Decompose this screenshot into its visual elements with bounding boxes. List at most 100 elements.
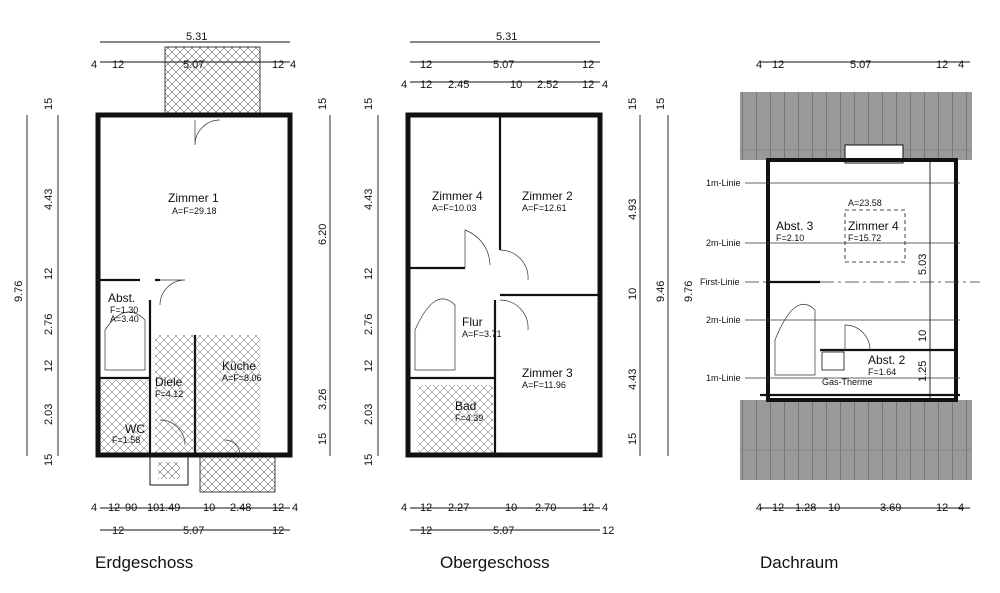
dr-line-first: First-Linie	[700, 277, 740, 287]
og-dim-bot-12b: 12	[582, 502, 594, 514]
dr-bottom-dims: 4 12 1.28 10 3.69 12 4	[756, 502, 964, 514]
floor-erdgeschoss	[26, 41, 331, 531]
eg-dim-bot-12b: 12	[272, 502, 284, 514]
og-dim-top-252: 2.52	[537, 79, 558, 91]
og-dim-left-276: 2.76	[363, 314, 375, 335]
og-dim-bot-227: 2.27	[448, 502, 469, 514]
og-dim-right-15c: 15	[655, 98, 667, 110]
og-dim-right-976: 9.76	[683, 281, 695, 302]
eg-dim-bot-12c: 12	[112, 525, 124, 537]
eg-dim-bot-10b: 10	[203, 502, 215, 514]
dr-room-zimmer4: Zimmer 4	[848, 219, 899, 233]
dr-dim-bot-369: 3.69	[880, 502, 901, 514]
dr-dim-bot-128: 1.28	[795, 502, 816, 514]
floor-dachraum	[740, 61, 980, 509]
og-dim-top-total: 5.31	[496, 31, 517, 43]
eg-dim-left-12b: 12	[43, 360, 55, 372]
og-room-zimmer2-area: A=F=12.61	[522, 203, 567, 213]
eg-dim-right-326: 3.26	[317, 389, 329, 410]
eg-dim-right-15b: 15	[317, 433, 329, 445]
dr-dim-top-12b: 12	[936, 59, 948, 71]
eg-room-kueche: Küche	[222, 359, 256, 373]
eg-dim-top-total: 5.31	[186, 31, 207, 43]
og-dim-left-15a: 15	[363, 98, 375, 110]
eg-room-wc-area: F=1.58	[112, 435, 140, 445]
eg-left-dims: 15 4.43 12 2.76 12 2.03 15 9.76	[13, 98, 55, 466]
og-room-zimmer2: Zimmer 2	[522, 189, 573, 203]
eg-dim-right-15a: 15	[317, 98, 329, 110]
og-dim-bot-12a: 12	[420, 502, 432, 514]
eg-dim-bot-248: 2.48	[230, 502, 251, 514]
dr-dim-right-10: 10	[917, 330, 929, 342]
eg-dim-left-12a: 12	[43, 268, 55, 280]
eg-room-diele: Diele	[155, 375, 183, 389]
eg-room-abst-area2: A=3.40	[110, 314, 139, 324]
eg-dim-left-276: 2.76	[43, 314, 55, 335]
og-dim-right-493: 4.93	[627, 199, 639, 220]
dr-dim-top-4a: 4	[756, 59, 762, 71]
eg-dim-left-15a: 15	[43, 98, 55, 110]
og-right-dims: 15 4.93 10 4.43 15 9.46 9.76 15	[627, 98, 695, 445]
dr-dim-bot-4a: 4	[756, 502, 762, 514]
dr-line-2m-top: 2m-Linie	[706, 238, 741, 248]
dr-room-abst2: Abst. 2	[868, 353, 906, 367]
dr-left-labels: 1m-Linie 2m-Linie First-Linie 2m-Linie 1…	[700, 178, 741, 383]
eg-dim-left-15b: 15	[43, 454, 55, 466]
eg-dim-right-620: 6.20	[317, 224, 329, 245]
dr-dim-right-503: 5.03	[917, 254, 929, 275]
og-dim-bot-4b: 4	[602, 502, 608, 514]
og-dim-right-10: 10	[627, 288, 639, 300]
eg-floor-title: Erdgeschoss	[95, 553, 193, 572]
eg-dim-bot-90: 90	[125, 502, 137, 514]
dr-dim-top-12a: 12	[772, 59, 784, 71]
og-dim-top-4a: 4	[401, 79, 407, 91]
og-room-bad: Bad	[455, 399, 476, 413]
og-dim-top-12a: 12	[420, 59, 432, 71]
og-room-bad-area: F=4.39	[455, 413, 483, 423]
dr-dim-bot-12a: 12	[772, 502, 784, 514]
og-rooms: Zimmer 4 A=F=10.03 Zimmer 2 A=F=12.61 Fl…	[432, 189, 573, 423]
og-dim-bot-507: 5.07	[493, 525, 514, 537]
og-dim-top-12c: 12	[420, 79, 432, 91]
eg-room-zimmer1-area: A=F=29.18	[172, 206, 217, 216]
og-dim-left-203: 2.03	[363, 404, 375, 425]
dr-dim-top-507: 5.07	[850, 59, 871, 71]
eg-room-diele-area: F=4.12	[155, 389, 183, 399]
og-left-dims: 15 4.43 12 2.76 12 2.03 15	[363, 98, 375, 466]
dr-room-zimmer4-area: F=15.72	[848, 233, 881, 243]
og-dim-top-12b: 12	[582, 59, 594, 71]
dr-gas-therme-label: Gas-Therme	[822, 377, 873, 387]
og-dim-bot-12c: 12	[420, 525, 432, 537]
dr-dim-right-125: 1.25	[917, 361, 929, 382]
eg-room-kueche-area: A=F=8.06	[222, 373, 262, 383]
dr-top-dims: 4 12 5.07 12 4	[756, 59, 964, 71]
eg-dim-bot-4b: 4	[292, 502, 298, 514]
eg-room-abst-area: F=1.30	[110, 305, 138, 315]
og-top-dims: 5.31 4 12 5.07 12 4 12 2.45 10 2.52 12	[401, 31, 608, 91]
dr-dim-bot-12b: 12	[936, 502, 948, 514]
og-dim-right-443: 4.43	[627, 369, 639, 390]
dr-room-zimmer4-area2: A=23.58	[848, 198, 882, 208]
eg-room-wc: WC	[125, 422, 145, 436]
eg-dim-bot-12a: 12	[108, 502, 120, 514]
og-room-zimmer4-area: A=F=10.03	[432, 203, 477, 213]
og-bottom-dims: 4 12 2.27 10 2.70 12 4 12 5.07 12	[401, 502, 614, 537]
eg-dim-bot-507: 5.07	[183, 525, 204, 537]
dr-dim-bot-10: 10	[828, 502, 840, 514]
og-dim-bot-10: 10	[505, 502, 517, 514]
og-room-zimmer3-area: A=F=11.96	[522, 380, 566, 390]
og-dim-top-4b: 4	[602, 79, 608, 91]
og-floor-title: Obergeschoss	[440, 553, 550, 572]
eg-dim-left-total: 9.76	[13, 281, 25, 302]
og-dim-top-12d: 12	[582, 79, 594, 91]
eg-room-abst: Abst.	[108, 291, 135, 305]
og-dim-right-15b: 15	[627, 433, 639, 445]
og-dim-left-15b: 15	[363, 454, 375, 466]
eg-dim-top-4a: 4	[91, 59, 97, 71]
og-room-zimmer3: Zimmer 3	[522, 366, 573, 380]
dr-line-1m-bottom: 1m-Linie	[706, 373, 741, 383]
dr-dim-top-4b: 4	[958, 59, 964, 71]
eg-dim-bot-10a: 10	[147, 502, 159, 514]
eg-dim-bot-149: 1.49	[159, 502, 180, 514]
